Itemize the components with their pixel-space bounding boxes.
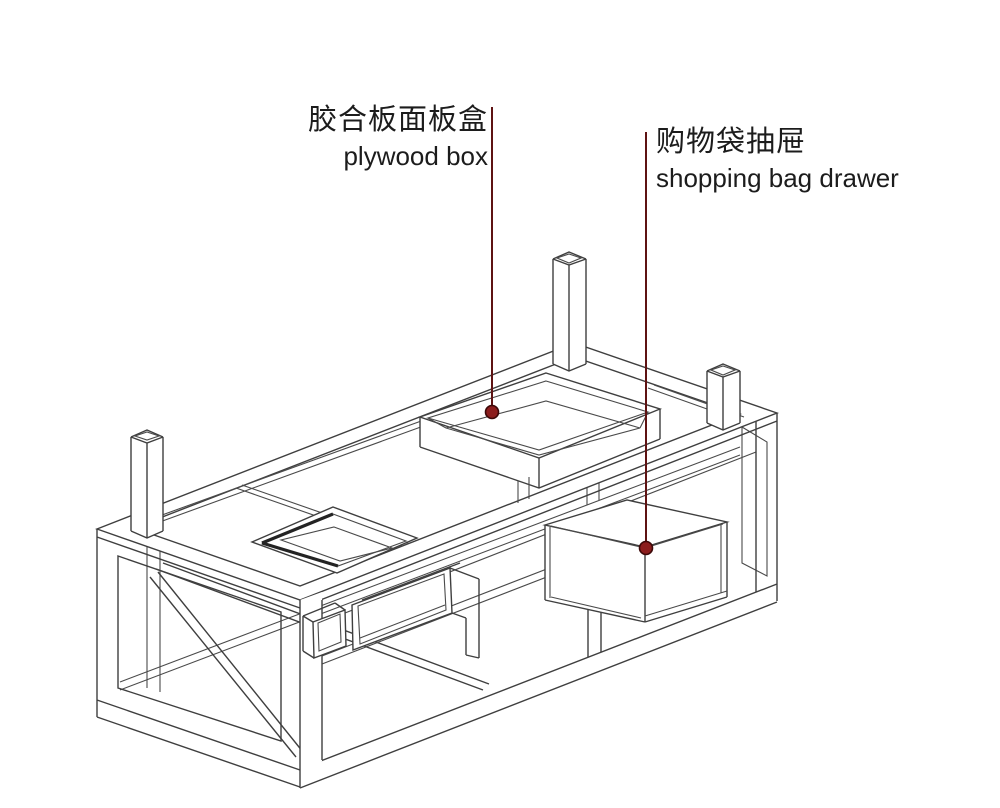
sunken-tray-drawing	[250, 506, 419, 574]
label-plywood-box-zh: 胶合板面板盒	[307, 104, 488, 136]
label-shopping-bag-drawer-zh: 购物袋抽屉	[656, 126, 807, 158]
corner-posts	[130, 251, 741, 539]
label-shopping-bag-drawer: 购物袋抽屉 shopping bag drawer	[656, 126, 956, 193]
label-plywood-box: 胶合板面板盒 plywood box	[208, 104, 488, 171]
drawer-front-drawing	[351, 562, 480, 659]
small-corner-box-drawing	[302, 602, 347, 659]
post-center	[552, 251, 587, 372]
post-left	[130, 429, 164, 539]
leader-dot-shopping-bag-drawer	[638, 540, 654, 556]
label-shopping-bag-drawer-en: shopping bag drawer	[656, 163, 899, 194]
post-right	[706, 363, 741, 431]
plywood-box-drawing	[417, 372, 663, 503]
label-plywood-box-en: plywood box	[343, 141, 488, 172]
shopping-bag-drawer-drawing	[542, 499, 730, 623]
leader-dot-plywood-box	[484, 404, 500, 420]
leader-lines	[484, 107, 654, 556]
